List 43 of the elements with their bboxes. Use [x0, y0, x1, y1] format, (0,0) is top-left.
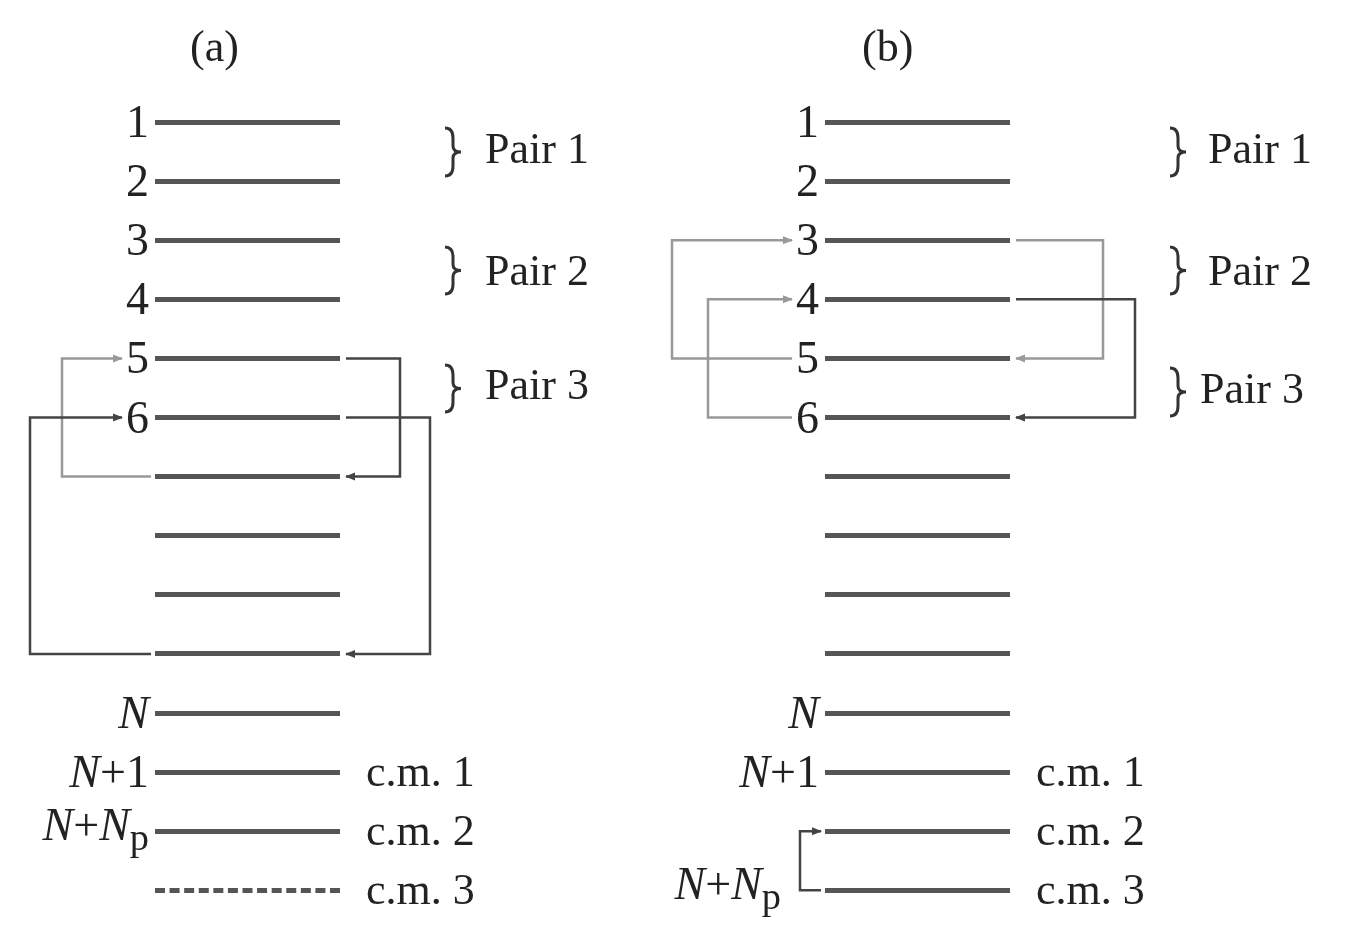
- level-number: N+N$_{p}$: [42, 800, 149, 861]
- transition-arrow: [345, 416, 432, 658]
- pair-label: Pair 1: [1208, 124, 1312, 174]
- pair-label: Pair 1: [485, 124, 589, 174]
- mode-label: c.m. 3: [1036, 865, 1145, 916]
- level-number: 5: [796, 333, 819, 384]
- panel-label: (a): [190, 22, 239, 72]
- pair-label: Pair 3: [485, 360, 589, 410]
- pair-label: Pair 3: [1200, 364, 1304, 414]
- energy-level: [674, 865, 1145, 916]
- transition-arrow: [1015, 238, 1105, 363]
- level-number: 4: [796, 274, 819, 325]
- level-number: 1: [796, 97, 819, 147]
- panel-label: (b): [862, 22, 914, 72]
- mode-label: c.m. 1: [1036, 747, 1145, 798]
- transition-arrow: [706, 295, 793, 419]
- mode-label: c.m. 2: [366, 806, 475, 857]
- mode-label: c.m. 1: [366, 747, 475, 798]
- level-number: 1: [126, 97, 149, 147]
- mode-label: c.m. 3: [366, 865, 475, 916]
- level-number: 4: [126, 274, 149, 325]
- level-number: 2: [126, 156, 149, 207]
- transition-arrow: [60, 354, 151, 478]
- level-number: 5: [126, 333, 149, 384]
- transition-arrow: [28, 413, 151, 656]
- level-number: 3: [126, 215, 149, 266]
- pair-label: Pair 2: [1208, 246, 1312, 296]
- transition-arrow: [798, 827, 822, 892]
- transition-arrow: [345, 357, 402, 481]
- level-number: 6: [126, 392, 149, 443]
- level-number: N+1: [739, 747, 819, 798]
- level-number: 6: [796, 392, 819, 443]
- level-number: N: [118, 688, 149, 738]
- level-number: 2: [796, 156, 819, 207]
- transition-arrow: [670, 236, 793, 360]
- transition-arrow: [1015, 298, 1137, 422]
- mode-label: c.m. 2: [1036, 806, 1145, 857]
- level-number: N+1: [69, 747, 149, 798]
- energy-level: [42, 806, 475, 857]
- level-number: N+N$_{p}$: [674, 859, 781, 920]
- level-number: 3: [796, 215, 819, 266]
- pair-label: Pair 2: [485, 246, 589, 296]
- level-number: N: [788, 688, 819, 738]
